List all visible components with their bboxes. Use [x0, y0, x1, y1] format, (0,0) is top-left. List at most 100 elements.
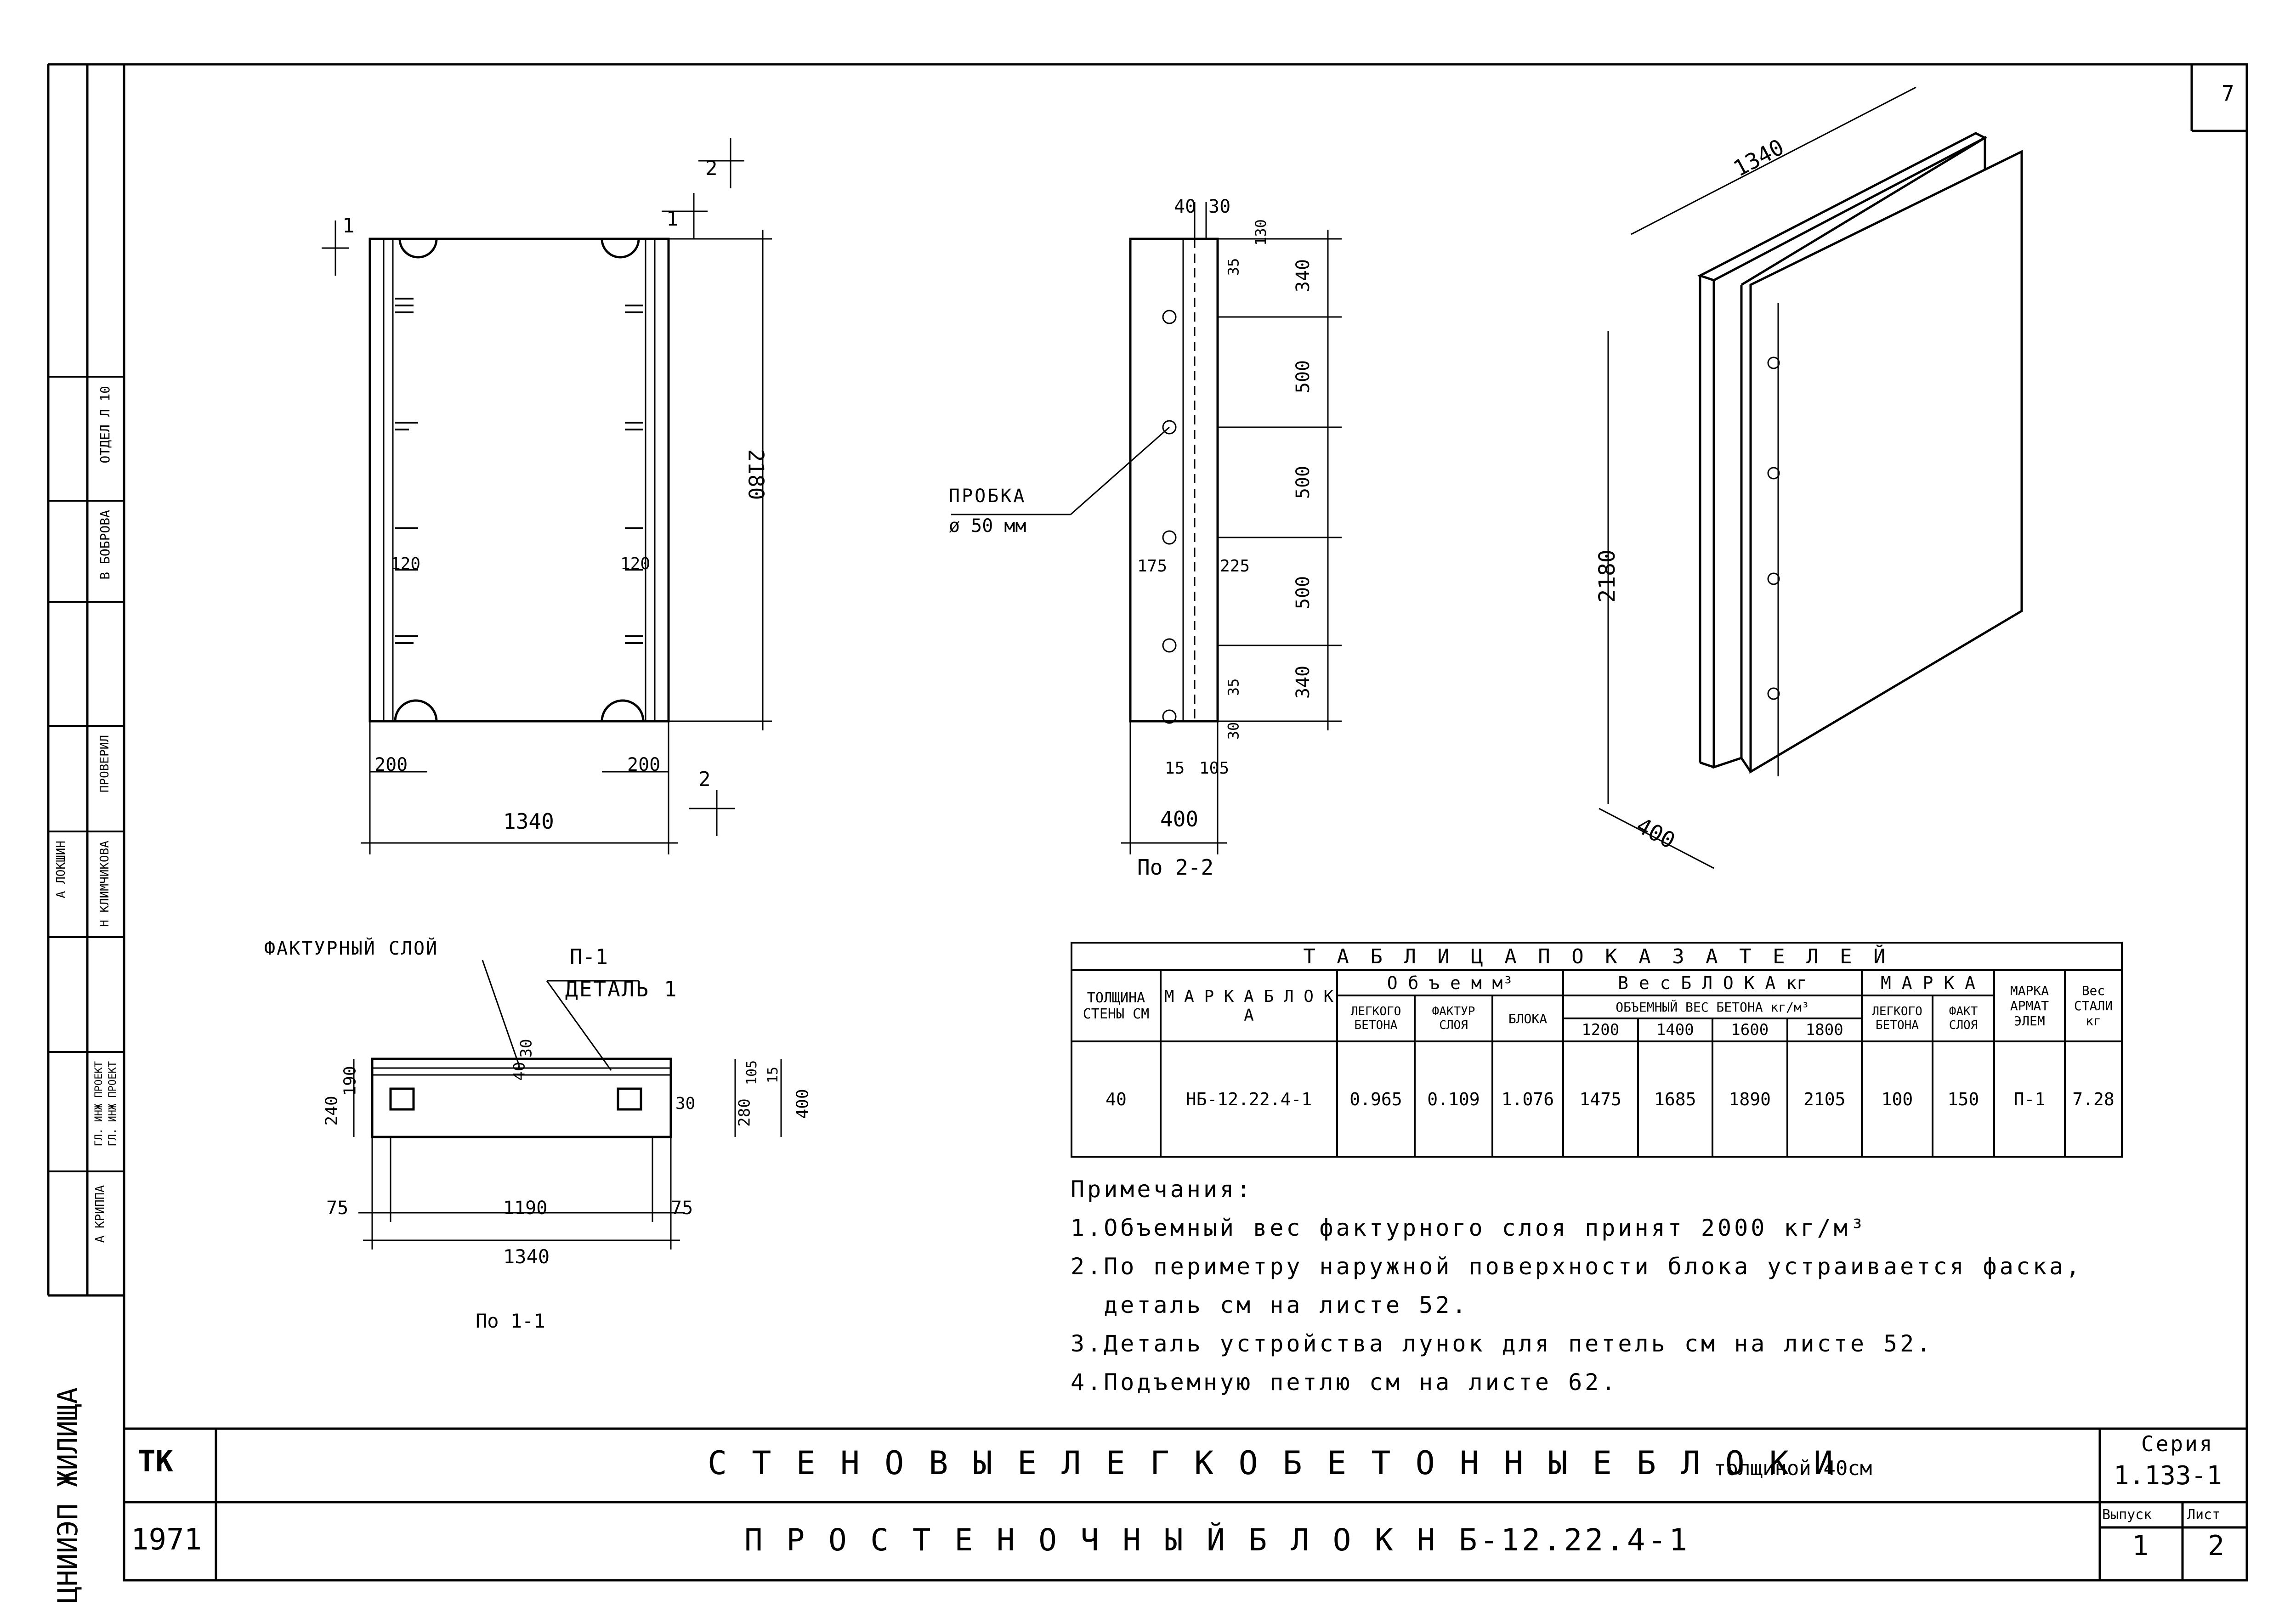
front-view — [322, 138, 772, 854]
sub-vol-block: БЛОКА — [1491, 995, 1564, 1042]
row-w1600: 1890 — [1712, 1040, 1788, 1158]
note-2: 2.По периметру наружной поверхности блок… — [1071, 1253, 2083, 1280]
s22-dim-500c: 500 — [1293, 576, 1314, 610]
issue-value: 1 — [2132, 1530, 2149, 1562]
sub-weight-1800: 1800 — [1786, 1018, 1863, 1042]
col-arm: МАРКА АРМАТ ЭЛЕМ — [1993, 969, 2066, 1042]
title-year: 1971 — [131, 1523, 202, 1557]
table-title: Т А Б Л И Ц А П О К А З А Т Е Л Е Й — [1071, 942, 2123, 971]
side-row-1: А КРИППА — [93, 1185, 107, 1243]
detail-ref: П-1 — [570, 944, 608, 969]
sub-weight-head: ОБЪЕМНЫЙ ВЕС БЕТОНА кг/м³ — [1562, 995, 1863, 1019]
s22-width: 400 — [1160, 807, 1199, 831]
s22-bottom-105: 105 — [1199, 759, 1230, 778]
s11-right-400: 400 — [793, 1089, 812, 1119]
iso-view — [1599, 86, 2023, 869]
row-mark: НБ-12.22.4-1 — [1160, 1040, 1338, 1158]
sub-weight-1200: 1200 — [1562, 1018, 1639, 1042]
col-grade: М А Р К А — [1861, 969, 1995, 996]
sub-grade-concrete: ЛЕГКОГО БЕТОНА — [1861, 995, 1933, 1042]
s22-mid-225: 225 — [1220, 557, 1250, 576]
s11-margin-left: 75 — [326, 1198, 349, 1219]
s11-full-width: 1340 — [503, 1245, 550, 1268]
s22-mid-175: 175 — [1137, 557, 1168, 576]
s11-dim-30: 30 — [675, 1094, 696, 1113]
title-code: ТК — [138, 1445, 174, 1479]
plug-size: ø 50 мм — [949, 515, 1026, 537]
row-vol-facing: 0.109 — [1414, 1040, 1493, 1158]
series-label: Серия — [2141, 1431, 2214, 1456]
s22-top-30: 30 — [1208, 196, 1231, 217]
sub-vol-concrete: ЛЕГКОГО БЕТОНА — [1336, 995, 1416, 1042]
series-value: 1.133-1 — [2114, 1461, 2222, 1491]
s22-bottom-15: 15 — [1165, 759, 1185, 778]
note-4: 4.Подъемную петлю см на листе 62. — [1071, 1369, 1618, 1396]
s22-small-130: 130 — [1252, 219, 1270, 246]
sub-weight-1600: 1600 — [1712, 1018, 1788, 1042]
title-suffix: толщиной 40см — [1714, 1457, 1872, 1480]
s22-small-35: 35 — [1225, 258, 1242, 276]
front-edge-left: 200 — [374, 754, 408, 775]
s22-dim-500a: 500 — [1293, 360, 1314, 394]
front-section-mark-3: 1 — [666, 207, 679, 231]
s11-left-240: 240 — [322, 1096, 341, 1126]
notes-title: Примечания: — [1071, 1176, 1253, 1203]
s11-left-190: 190 — [340, 1066, 360, 1096]
side-row-6: ПРОВЕРИЛ — [98, 735, 112, 793]
sub-grade-facing: ФАКТ СЛОЯ — [1932, 995, 1995, 1042]
s22-small-30: 30 — [1225, 722, 1242, 740]
s11-top-30: 30 — [517, 1039, 536, 1058]
row-arm: П-1 — [1993, 1040, 2066, 1158]
front-edge-right: 200 — [627, 754, 661, 775]
issue-label: Выпуск — [2102, 1507, 2152, 1523]
s22-title: По 2-2 — [1137, 855, 1214, 880]
side-row-5: А ЛОКШИН — [54, 841, 68, 899]
col-steel: Вес СТАЛИ кг — [2064, 969, 2123, 1042]
col-volume: О б ъ е м м³ — [1336, 969, 1564, 996]
row-w1400: 1685 — [1637, 1040, 1713, 1158]
notes: Примечания: 1.Объемный вес фактурного сл… — [1071, 1176, 2082, 1408]
front-section-mark-4: 2 — [698, 768, 711, 791]
facing-layer-label: ФАКТУРНЫЙ СЛОЙ — [264, 938, 439, 959]
iso-height: 2180 — [1594, 549, 1620, 603]
indicators-table: Т А Б Л И Ц А П О К А З А Т Е Л Е Й ТОЛЩ… — [1071, 942, 2123, 1158]
title-sub: П Р О С Т Е Н О Ч Н Ы Й Б Л О К Н Б-12.2… — [744, 1522, 1690, 1558]
section-1-1 — [353, 960, 782, 1250]
row-vol-block: 1.076 — [1491, 1040, 1564, 1158]
front-height-dim: 2180 — [743, 449, 769, 500]
front-hole-left: 120 — [391, 554, 421, 573]
row-vol-concrete: 0.965 — [1336, 1040, 1416, 1158]
row-wall: 40 — [1071, 1040, 1162, 1158]
s11-right-15: 15 — [765, 1066, 782, 1084]
side-row-7: В БОБРОВА — [97, 510, 113, 580]
col-weight: В е с Б Л О К А кг — [1562, 969, 1863, 996]
s11-right-280: 280 — [735, 1098, 754, 1127]
s22-small-35b: 35 — [1225, 678, 1242, 696]
row-grade-concrete: 100 — [1861, 1040, 1933, 1158]
side-row-3: ГЛ. ИНЖ ПРОЕКТ — [107, 1061, 119, 1147]
sub-weight-1400: 1400 — [1637, 1018, 1713, 1042]
sheet-value: 2 — [2208, 1530, 2225, 1562]
sub-vol-facing: ФАКТУР СЛОЯ — [1414, 995, 1493, 1042]
s11-margin-right: 75 — [671, 1198, 693, 1219]
s11-inner-width: 1190 — [503, 1198, 548, 1219]
front-section-mark-1: 1 — [342, 214, 355, 237]
sheet-frame — [123, 63, 2248, 1582]
side-row-4: Н КЛИМЧИКОВА — [98, 841, 112, 927]
row-w1200: 1475 — [1562, 1040, 1639, 1158]
side-row-2: ГЛ. ИНЖ ПРОЕКТ — [93, 1061, 105, 1147]
detail-name: ДЕТАЛЬ 1 — [565, 977, 678, 1001]
s11-right-105: 105 — [744, 1060, 760, 1086]
section-2-2 — [951, 202, 1342, 854]
col-mark: М А Р К А Б Л О К А — [1160, 969, 1338, 1042]
side-row-8: ОТДЕЛ Л 10 — [97, 386, 113, 464]
s22-dim-340a: 340 — [1293, 259, 1314, 293]
row-grade-facing: 150 — [1932, 1040, 1995, 1158]
title-main: С Т Е Н О В Ы Е Л Е Г К О Б Е Т О Н Н Ы … — [708, 1444, 1836, 1482]
side-dept-label: ЦНИИЭП ЖИЛИЩА — [52, 1387, 84, 1603]
sheet-label: Лист — [2187, 1507, 2221, 1523]
plug-label: ПРОБКА — [949, 486, 1026, 507]
note-3: 3.Деталь устройства лунок для петель см … — [1071, 1330, 1933, 1357]
s22-top-40: 40 — [1174, 196, 1196, 217]
